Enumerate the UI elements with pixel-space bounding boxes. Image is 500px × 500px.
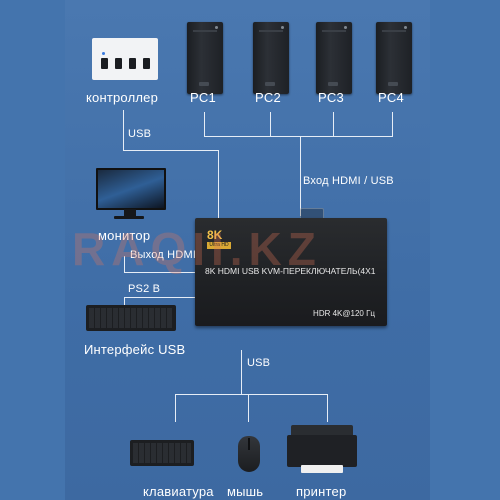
pc-bus-wire <box>204 136 393 137</box>
pc1-label: PC1 <box>190 90 216 105</box>
switch-button-icon <box>129 58 136 69</box>
controller-usb-wire <box>123 110 124 150</box>
keyboard-icon <box>130 440 194 466</box>
printer-wire <box>327 394 328 422</box>
switch-button-icon <box>115 58 122 69</box>
input-trunk-wire <box>300 136 301 216</box>
usb-bottom-label: USB <box>247 357 271 369</box>
badge-8k-text: 8K <box>207 228 223 242</box>
pc2-tower-icon <box>253 22 289 94</box>
left-margin <box>0 0 65 500</box>
printer-icon <box>287 425 357 475</box>
controller-usb-wire-h <box>123 150 219 151</box>
monitor-icon <box>96 168 166 210</box>
pc2-label: PC2 <box>255 90 281 105</box>
switch-button-icon <box>101 58 108 69</box>
usb-bottom-wire <box>241 350 242 395</box>
pc4-label: PC4 <box>378 90 404 105</box>
monitor-label: монитор <box>98 228 151 243</box>
pc2-wire <box>270 112 271 136</box>
printer-label: принтер <box>296 484 347 499</box>
hdmi-output-wire <box>124 272 196 273</box>
pc4-tower-icon <box>376 22 412 94</box>
hdmi-output-label: Выход HDMI <box>130 249 197 261</box>
pc3-wire <box>333 112 334 136</box>
mouse-wire <box>248 394 249 422</box>
pc1-tower-icon <box>187 22 223 94</box>
controller-label: контроллер <box>86 90 159 105</box>
right-margin <box>430 0 500 500</box>
8k-badge: 8K Ultra HD <box>207 228 231 250</box>
kvm-switch-device: 8K Ultra HD 8K HDMI USB KVM-ПЕРЕКЛЮЧАТЕЛ… <box>195 218 387 326</box>
pc4-wire <box>392 112 393 136</box>
keyboard-label: клавиатура <box>143 484 214 499</box>
switch-button-icon <box>143 58 150 69</box>
keyboard-icon <box>86 305 176 331</box>
ps2-wire-v <box>124 297 125 307</box>
ps2-wire <box>124 297 196 298</box>
pc3-tower-icon <box>316 22 352 94</box>
pc3-label: PC3 <box>318 90 344 105</box>
watermark: RAQII.KZ <box>72 223 322 275</box>
keyboard-wire <box>175 394 176 422</box>
mouse-icon <box>238 436 260 472</box>
hdmi-output-wire-v <box>124 256 125 272</box>
controller-usb-wire-v <box>218 150 219 218</box>
kvm-spec: HDR 4K@120 Гц <box>313 309 375 318</box>
mouse-label: мышь <box>227 484 264 499</box>
led-icon <box>102 52 105 55</box>
controller-device <box>92 38 158 80</box>
hdmi-usb-input-label: Вход HDMI / USB <box>303 175 394 187</box>
ps2-label: PS2 B <box>128 283 161 295</box>
usb-interface-label: Интерфейс USB <box>84 342 186 357</box>
peripheral-bus-wire <box>175 394 328 395</box>
badge-ultrahd-text: Ultra HD <box>207 242 231 249</box>
kvm-name: 8K HDMI USB KVM-ПЕРЕКЛЮЧАТЕЛЬ(4X1 <box>205 266 376 276</box>
usb-top-label: USB <box>128 128 152 140</box>
pc1-wire <box>204 112 205 136</box>
